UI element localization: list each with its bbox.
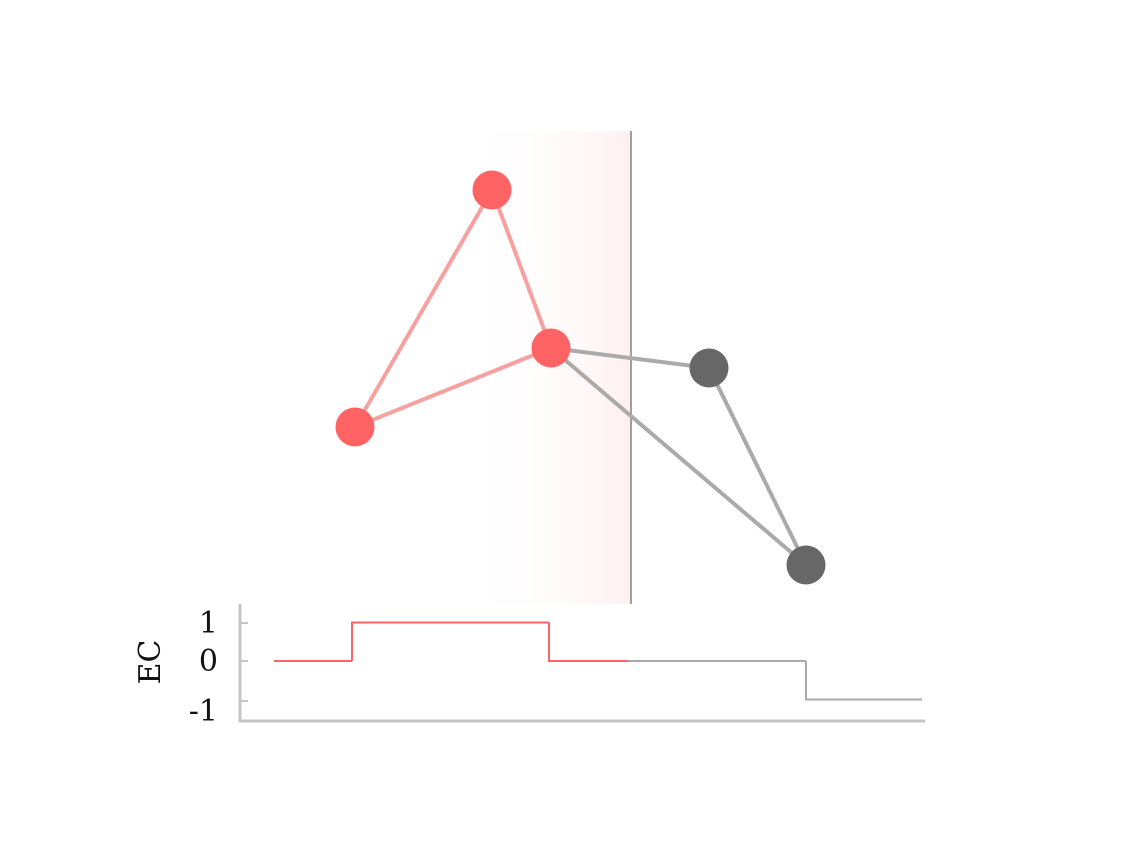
graph-node-b	[472, 170, 512, 210]
graph-edges	[353, 188, 808, 567]
graph-edge-c-d	[549, 346, 711, 370]
sweep-region	[470, 131, 632, 604]
ec-ytick-label: -1	[189, 694, 218, 729]
graph-edge-b-c	[490, 188, 553, 350]
ec-step-segment	[548, 622, 628, 662]
graph-node-a	[335, 407, 375, 447]
graph-node-c	[531, 328, 571, 368]
graph-nodes	[335, 170, 826, 585]
sweep-band	[470, 131, 631, 604]
ec-plot: 1 0 -1 EC	[133, 604, 925, 729]
graph-node-d	[689, 348, 729, 388]
ec-step-segment	[805, 661, 922, 701]
graph-edge-a-c	[353, 346, 553, 429]
ec-step-segment	[351, 621, 549, 661]
graph-edge-b-a	[353, 188, 494, 429]
graph-edge-d-e	[707, 366, 808, 567]
ec-ytick-label: 1	[199, 606, 218, 641]
ec-ytick-label: 0	[199, 644, 218, 679]
graph-edge-c-e	[549, 346, 808, 567]
graph-node-e	[786, 545, 826, 585]
ec-axis-label: EC	[133, 640, 168, 685]
ec-step-curve	[274, 621, 922, 701]
